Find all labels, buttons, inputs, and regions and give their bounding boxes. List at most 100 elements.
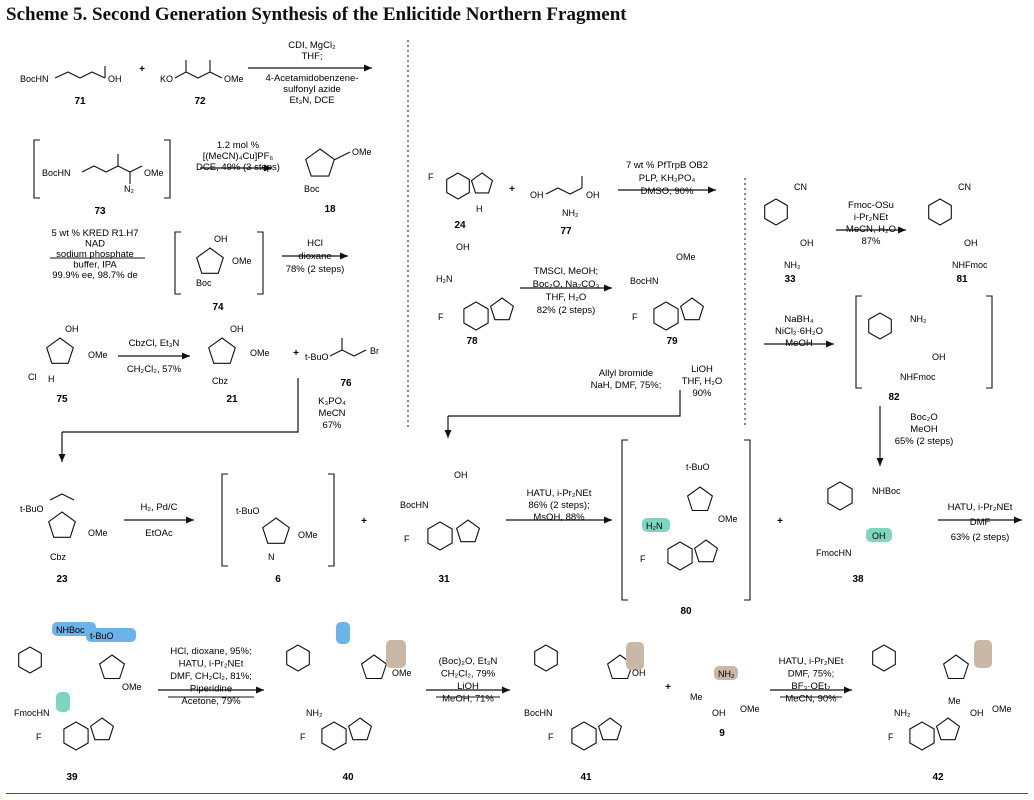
cond-r17-line: Piperidine xyxy=(190,684,232,695)
ester-18 xyxy=(333,151,351,161)
cond-r3-line: buffer, IPA xyxy=(73,260,117,271)
benzene-31 xyxy=(427,521,453,551)
h2n-80: H₂N xyxy=(646,521,663,531)
highlight-nhboc-39 xyxy=(52,622,96,636)
ome-6: OMe xyxy=(298,530,318,540)
bracket-82-right xyxy=(986,295,993,389)
compound-number-82: 82 xyxy=(888,392,900,403)
cond-r8-line: DMSO, 90% xyxy=(641,186,694,197)
chain-73 xyxy=(81,165,143,173)
tbuo-80: t-BuO xyxy=(686,462,710,472)
oh-81: OH xyxy=(964,238,978,248)
chain-76 xyxy=(329,349,367,357)
ome-21: OMe xyxy=(250,348,270,358)
chain-77 xyxy=(545,187,583,195)
ring-23 xyxy=(48,511,76,538)
nhfmoc-82: NHFmoc xyxy=(900,372,936,382)
oh-38: OH xyxy=(872,531,886,541)
benzene-40 xyxy=(286,644,310,672)
cbz-23: Cbz xyxy=(50,552,67,562)
nh2-77: NH₂ xyxy=(562,208,579,218)
ring-42 xyxy=(942,654,970,680)
f-78: F xyxy=(438,312,444,322)
cond-r5-line: CH₂Cl₂, 57% xyxy=(127,364,182,375)
arrow-head xyxy=(898,226,906,234)
oh-41: OH xyxy=(632,668,646,678)
cond-r5-line: CbzCl, Et₃N xyxy=(129,338,180,349)
route-line-2 xyxy=(448,390,681,417)
ome-39: OMe xyxy=(122,682,142,692)
plus-sign: + xyxy=(665,682,671,693)
arrow-head xyxy=(826,340,834,348)
ring-75 xyxy=(46,337,74,364)
cond-r16-line: 63% (2 steps) xyxy=(951,532,1010,543)
compound-number-71: 71 xyxy=(74,96,86,107)
arrow-head xyxy=(1014,516,1022,524)
oh-77b: OH xyxy=(586,190,600,200)
compound-number-75: 75 xyxy=(56,394,68,405)
cond-r16-line: DMF xyxy=(970,517,991,528)
compound-number-40: 40 xyxy=(342,772,354,783)
cond-r1-line: sulfonyl azide xyxy=(283,84,341,95)
compound-number-24: 24 xyxy=(454,220,466,231)
me-9: Me xyxy=(690,692,703,702)
cond-r17-line: HATU, i-Pr₂NEt xyxy=(179,659,244,670)
cond-r17-line: DMF, CH₂Cl₂, 81%; xyxy=(170,671,252,682)
benzene-42 xyxy=(872,644,896,672)
compound-number-77: 77 xyxy=(560,226,572,237)
nh2-82: NH₂ xyxy=(910,314,927,324)
highlight-amide-39 xyxy=(56,692,70,712)
cond-r9-line: Boc₂O, Na₂CO₃ xyxy=(533,279,600,290)
benzene-41 xyxy=(534,644,558,672)
compound-number-73: 73 xyxy=(94,206,106,217)
cond-r15-line: HATU, i-Pr₂NEt xyxy=(527,488,592,499)
compound-number-21: 21 xyxy=(226,394,238,405)
plus-sign: + xyxy=(777,516,783,527)
pyrrole-24 xyxy=(470,172,494,194)
bochn-79: BocHN xyxy=(630,276,659,286)
cond-r1-line: THF; xyxy=(301,51,322,62)
cond-r9-line: 82% (2 steps) xyxy=(537,305,596,316)
cond-r10-line: NaH, DMF, 75%; xyxy=(591,380,662,391)
cond-r3-line: 99.9% ee, 98.7% de xyxy=(52,270,138,281)
pyrrole-39 xyxy=(89,717,115,741)
f-79: F xyxy=(632,312,638,322)
cond-r2-line: [(MeCN)₄Cu]PF₆ xyxy=(203,151,274,162)
plus-sign: + xyxy=(361,516,367,527)
cond-r11-line: 90% xyxy=(692,388,712,399)
arrow-head xyxy=(58,454,66,462)
oh-71: OH xyxy=(108,74,122,84)
cond-r15-line: MsOH, 88% xyxy=(533,512,585,523)
cond-r4-line: dioxane xyxy=(298,251,331,262)
ring-39 xyxy=(98,654,126,680)
compound-number-72: 72 xyxy=(194,96,206,107)
cond-r1-line: CDI, MgCl₂ xyxy=(288,40,336,51)
benzene-indole-40 xyxy=(321,721,347,751)
benzene-indole-39 xyxy=(63,721,89,751)
cbz-21: Cbz xyxy=(212,376,229,386)
cond-r18-line: MeOH, 71% xyxy=(442,694,494,705)
ome-79: OMe xyxy=(676,252,696,262)
ome-72: OMe xyxy=(224,74,244,84)
cond-r13-line: NiCl₂·6H₂O xyxy=(775,326,823,337)
bracket-74-right xyxy=(257,231,264,295)
cond-r11-line: LiOH xyxy=(691,364,713,375)
compound-number-18: 18 xyxy=(324,204,336,215)
cond-r2-line: DCE, 49% (3 steps) xyxy=(196,162,280,173)
route-line-1 xyxy=(62,378,299,433)
nhboc-39: NHBoc xyxy=(56,625,85,635)
cond-r14-line: 65% (2 steps) xyxy=(895,436,954,447)
cond-r14-line: Boc₂O xyxy=(910,412,937,423)
compound-number-39: 39 xyxy=(66,772,78,783)
bracket-6-right xyxy=(328,473,335,567)
plus-sign: + xyxy=(509,184,515,195)
scheme-title: Scheme 5. Second Generation Synthesis of… xyxy=(6,4,627,25)
ome-23: OMe xyxy=(88,528,108,538)
highlight-acid-41 xyxy=(626,642,644,670)
ring-74 xyxy=(196,247,224,274)
br-76: Br xyxy=(370,346,379,356)
arrow-head xyxy=(444,430,452,438)
ring-18 xyxy=(305,148,335,177)
cond-r3-line: sodium phosphate xyxy=(56,249,134,260)
cond-r19-line: BF₃·OEt₂ xyxy=(791,681,831,692)
